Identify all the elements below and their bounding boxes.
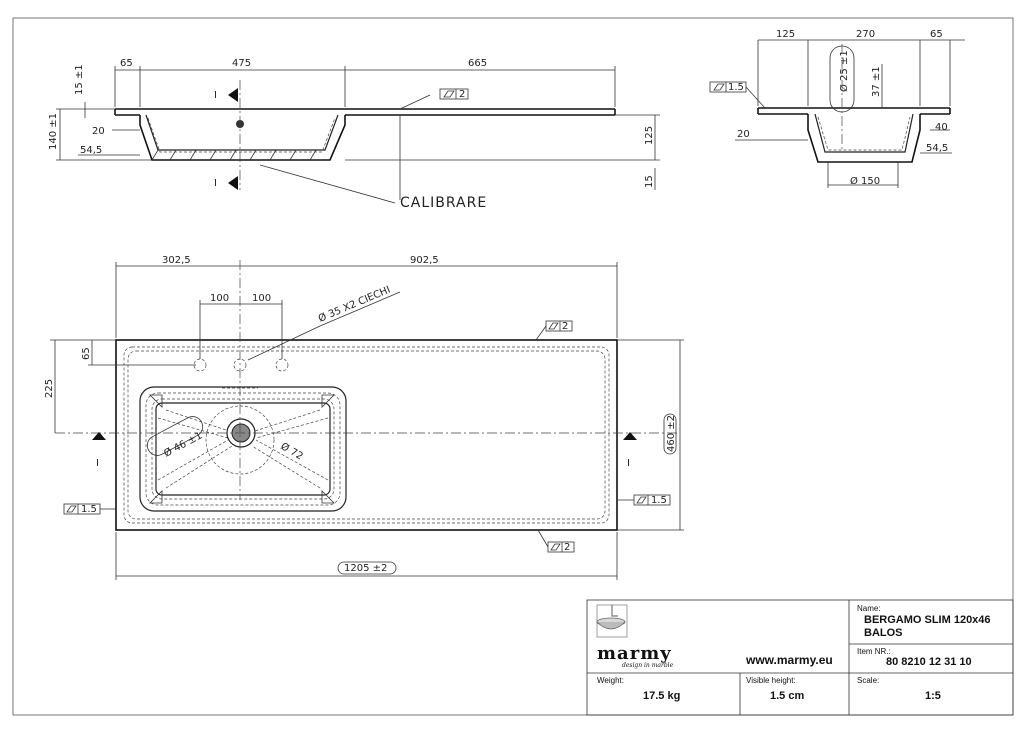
top-view: Ø 46 ±1 Ø 72 I I 302,5 902,5 100 100 Ø 3… [44,255,684,580]
top-dim-dia72: Ø 72 [279,440,306,462]
end-dim-dia25: Ø 25 ±1 [838,50,850,92]
end-dim-125: 125 [776,29,795,40]
weight-label: Weight: [597,676,624,685]
visible-height-label: Visible height: [746,676,796,685]
top-flatness-a: 2 [562,321,568,332]
end-dim-40: 40 [935,122,948,133]
title-block-grid [586,599,1014,716]
top-flatness-c: 1.5 [651,495,667,506]
brand-logo: marmy [597,643,672,664]
top-dim-302-5: 302,5 [162,255,191,266]
side-dim-54-5: 54,5 [80,145,102,156]
top-dim-460: 460 ±2 [666,415,677,452]
calibrare-note: CALIBRARE [400,195,487,211]
scale-value: 1:5 [925,690,941,702]
top-dim-225: 225 [44,379,55,398]
name-label: Name: [857,604,881,613]
name-value-line1: BERGAMO SLIM 120x46 [864,614,991,626]
side-dim-15b: 15 [644,175,655,188]
drawing-frame [12,17,1014,716]
side-dim-15: 15 ±1 [74,64,85,95]
top-dim-1205: 1205 ±2 [344,563,387,574]
top-dim-holes-right: 100 [252,293,271,304]
top-dim-65: 65 [81,347,92,360]
brand-tagline: design in marble [622,662,674,669]
side-section-mark-top: I [214,90,217,101]
top-flatness-b: 1.5 [81,504,97,515]
visible-height-value: 1.5 cm [770,690,805,702]
side-dim-475: 475 [232,58,251,69]
end-flatness-value: 1.5 [728,82,744,93]
top-holes-note: Ø 35 X2 CIECHI [316,284,392,325]
top-section-mark-left: I [96,458,99,469]
end-dim-37: 37 ±1 [871,66,882,97]
weight-value: 17.5 kg [643,690,681,702]
end-dim-dia150: Ø 150 [850,175,880,187]
side-section-mark-bottom: I [214,178,217,189]
side-dim-65: 65 [120,58,133,69]
side-dim-140: 140 ±1 [48,113,59,150]
website-link[interactable]: www.marmy.eu [746,653,833,667]
basin-icon [596,604,628,638]
end-dim-65: 65 [930,29,943,40]
top-dim-dia46: Ø 46 ±1 [162,429,204,459]
end-dim-270: 270 [856,29,875,40]
name-value-line2: BALOS [864,627,903,639]
end-view: 125 270 65 Ø 25 ±1 37 ±1 1.5 20 40 54,5 … [709,29,965,188]
top-section-mark-right: I [627,458,630,469]
top-dim-holes-left: 100 [210,293,229,304]
end-dim-20: 20 [737,129,750,140]
item-label: Item NR.: [857,647,891,656]
end-dim-54-5: 54,5 [926,143,948,154]
side-flatness-value: 2 [459,89,465,100]
side-dim-20: 20 [92,126,105,137]
side-dim-125: 125 [644,126,655,145]
side-dim-665: 665 [468,58,487,69]
top-dim-902-5: 902,5 [410,255,439,266]
scale-label: Scale: [857,676,880,685]
side-view: I I 65 475 665 15 ±1 140 ±1 20 54,5 125 … [48,58,660,211]
top-flatness-d: 2 [564,542,570,553]
item-number: 80 8210 12 31 10 [886,656,972,668]
